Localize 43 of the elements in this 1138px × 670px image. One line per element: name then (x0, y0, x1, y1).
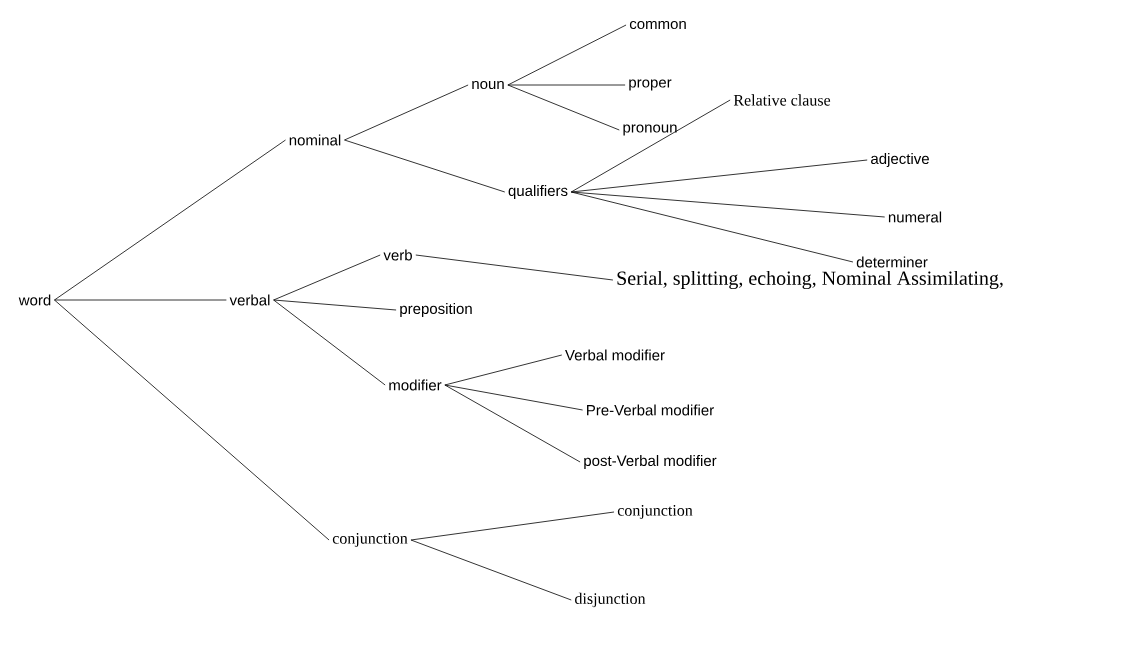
branch-line (444, 384, 583, 411)
branch-line (344, 84, 469, 141)
branch-line (273, 299, 386, 386)
tree-label: verbal (229, 294, 270, 306)
branch-line (570, 159, 868, 193)
branch-line (570, 99, 731, 193)
tree-label: common (629, 20, 686, 30)
tree-label: conjunction (332, 533, 408, 547)
branch-line (273, 254, 381, 301)
branch-line (410, 511, 615, 541)
tree-label: pronoun (623, 124, 677, 136)
tree-label: verb (383, 249, 412, 261)
branch-line (444, 384, 581, 463)
branch-line (570, 191, 886, 218)
branch-line (344, 139, 506, 193)
tree-label: noun (472, 80, 504, 90)
branch-line (415, 254, 614, 281)
branch-line (410, 539, 572, 601)
tree-label: determiner (856, 256, 928, 268)
branch-line (273, 299, 397, 311)
tree-label: word (18, 294, 51, 306)
branch-line (54, 299, 330, 541)
tree-label: post-Verbal modifier (584, 455, 717, 469)
tree-label: numeral (888, 211, 942, 223)
branch-line (507, 84, 626, 86)
branch-line (444, 354, 563, 386)
branch-line (570, 191, 854, 263)
tree-label: nominal (289, 134, 341, 146)
tree-label: preposition (400, 303, 472, 317)
branch-line (507, 84, 620, 131)
tree-label: conjunction (617, 505, 693, 519)
tree-label: modifier (389, 379, 442, 391)
tree-label: Verbal modifier (565, 349, 665, 361)
tree-label: adjective (871, 153, 929, 167)
tree-label: Pre-Verbal modifier (587, 404, 714, 416)
tree-label: qualifiers (508, 185, 568, 199)
tree-label: Serial, splitting, echoing, Nominal Assimilating, (617, 270, 1003, 290)
tree-label: Relative clause (733, 94, 831, 106)
tree-label: disjunction (575, 592, 646, 608)
branch-line (54, 299, 227, 301)
branch-line (507, 24, 627, 86)
tree-label: proper (629, 79, 672, 91)
branch-line (54, 139, 286, 301)
